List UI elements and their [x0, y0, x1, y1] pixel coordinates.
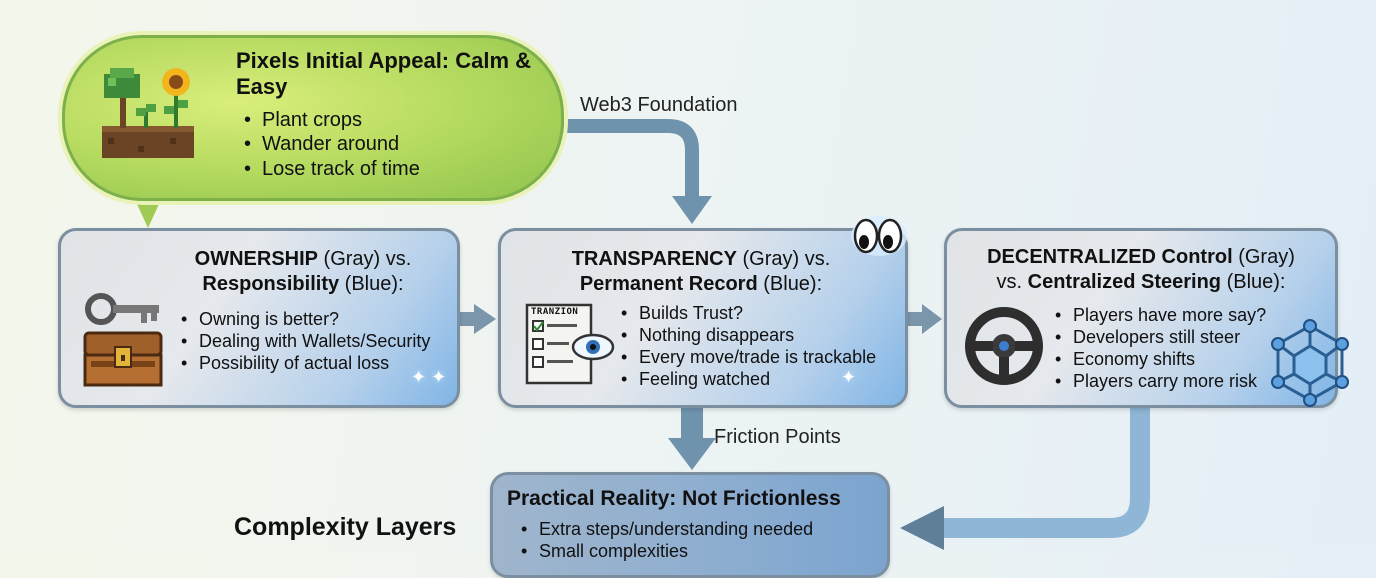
appeal-list: Plant crops Wander around Lose track of …	[242, 108, 420, 182]
sparkle-icon: ✦	[841, 367, 857, 387]
network-cube-icon	[1271, 319, 1349, 407]
ownership-list: Owning is better? Dealing with Wallets/S…	[179, 309, 430, 375]
transparency-list: Builds Trust? Nothing disappears Every m…	[619, 303, 876, 391]
list-item: Developers still steer	[1053, 327, 1266, 349]
list-item: Owning is better?	[179, 309, 430, 331]
decentralized-versus: vs.	[996, 271, 1028, 293]
list-item: Players have more say?	[1053, 305, 1266, 327]
decentralized-title: DECENTRALIZED Control (Gray) vs. Central…	[955, 245, 1327, 295]
decentralized-heading-tag: (Gray)	[1232, 246, 1295, 268]
list-item: Economy shifts	[1053, 349, 1266, 371]
reality-list: Extra steps/understanding needed Small c…	[519, 519, 813, 563]
key-icon	[85, 293, 159, 325]
sparkle-icon: ✦ ✦	[411, 367, 447, 387]
reality-title: Practical Reality: Not Frictionless	[507, 487, 841, 510]
permanent-record-heading-tag: (Blue):	[757, 273, 823, 295]
list-item: Dealing with Wallets/Security	[179, 331, 430, 353]
centralized-heading-tag: (Blue):	[1221, 271, 1286, 293]
ledger-label: TRANZION	[531, 307, 579, 317]
centralized-heading: Centralized Steering	[1027, 271, 1222, 293]
web3-foundation-label: Web3 Foundation	[580, 94, 738, 116]
friction-arrowhead	[668, 438, 716, 470]
friction-connector	[681, 404, 703, 440]
decentralized-list: Players have more say? Developers still …	[1053, 305, 1266, 393]
list-item: Every move/trade is trackable	[619, 347, 876, 369]
list-item: Players carry more risk	[1053, 371, 1266, 393]
responsibility-heading-tag: (Blue):	[339, 273, 404, 295]
web3-connector	[530, 119, 699, 198]
ownership-connector	[458, 312, 476, 326]
connector-layer	[458, 119, 1150, 550]
ownership-heading-tag: (Gray) vs.	[318, 248, 412, 270]
pixel-garden-icon	[102, 68, 194, 158]
list-item: Lose track of time	[242, 157, 420, 182]
transparency-panel: TRANSPARENCY (Gray) vs. Permanent Record…	[498, 228, 908, 408]
ownership-title: OWNERSHIP (Gray) vs. Responsibility (Blu…	[153, 247, 453, 297]
list-item: Builds Trust?	[619, 303, 876, 325]
ledger-document-icon	[525, 303, 615, 385]
return-arrowhead	[900, 506, 944, 550]
list-item: Feeling watched	[619, 369, 876, 391]
responsibility-heading: Responsibility	[202, 273, 340, 295]
friction-points-label: Friction Points	[714, 426, 841, 448]
list-item: Extra steps/understanding needed	[519, 519, 813, 541]
list-item: Possibility of actual loss	[179, 353, 430, 375]
transparency-heading: TRANSPARENCY	[571, 248, 737, 270]
list-item: Plant crops	[242, 108, 420, 133]
ownership-heading: OWNERSHIP	[194, 248, 318, 270]
transparency-heading-tag: (Gray) vs.	[736, 248, 831, 270]
appeal-title: Pixels Initial Appeal: Calm & Easy	[236, 48, 532, 100]
steering-wheel-icon	[965, 307, 1043, 385]
ownership-arrowhead	[474, 304, 496, 334]
decentralized-heading: DECENTRALIZED Control	[987, 246, 1233, 268]
treasure-chest-icon	[83, 331, 163, 387]
list-item: Wander around	[242, 132, 420, 157]
return-connector	[940, 404, 1150, 538]
watching-eyes-icon	[851, 216, 907, 256]
complexity-layers-label: Complexity Layers	[234, 513, 457, 541]
transparency-connector	[904, 312, 924, 326]
web3-arrowhead	[672, 196, 712, 224]
permanent-record-heading: Permanent Record	[579, 273, 758, 295]
ownership-panel: OWNERSHIP (Gray) vs. Responsibility (Blu…	[58, 228, 460, 408]
transparency-arrowhead	[922, 304, 942, 334]
list-item: Nothing disappears	[619, 325, 876, 347]
list-item: Small complexities	[519, 541, 813, 563]
reality-panel: Practical Reality: Not Frictionless Extr…	[490, 472, 890, 578]
transparency-title: TRANSPARENCY (Gray) vs. Permanent Record…	[541, 247, 861, 297]
